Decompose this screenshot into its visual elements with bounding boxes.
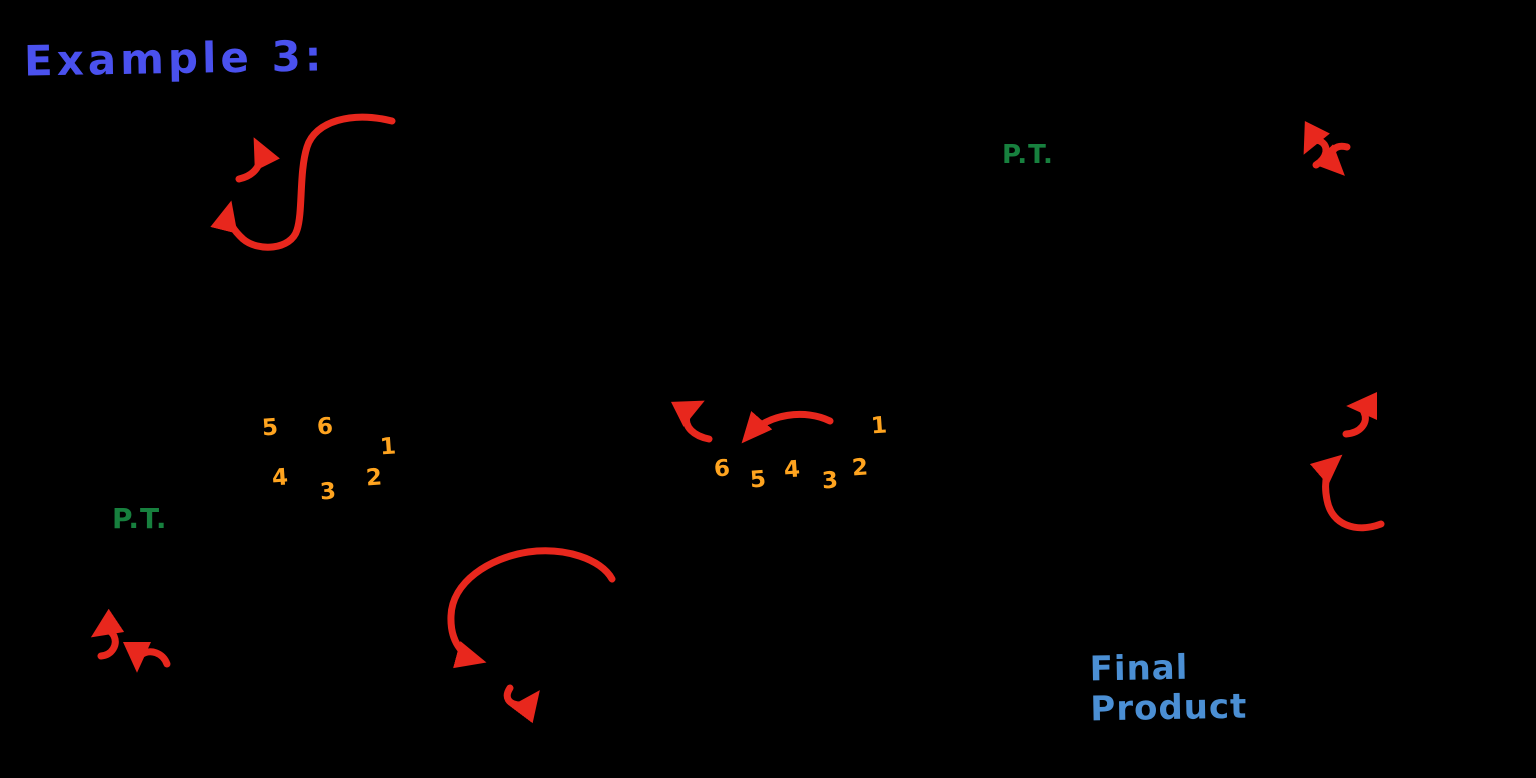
ring-atom-number: 2 xyxy=(365,464,383,492)
curl-arrow-below-arc-icon xyxy=(503,684,540,724)
chain-atom-number: 2 xyxy=(851,454,869,482)
curl-arrow-pt-left-upper-icon xyxy=(90,608,125,660)
chain-atom-number: 4 xyxy=(783,456,801,484)
ring-atom-number: 1 xyxy=(379,433,397,461)
curl-arrow-pt-top-left-icon xyxy=(1303,120,1330,169)
curl-arrow-chain-left-icon xyxy=(670,400,713,443)
chain-atom-number: 3 xyxy=(821,467,839,495)
ring-atom-number: 4 xyxy=(271,464,289,492)
final-product-line1: Final xyxy=(1089,647,1189,690)
final-product-line2: Product xyxy=(1090,686,1248,730)
curl-arrow-pt-top-right-icon xyxy=(1313,142,1351,176)
curl-arrow-top-left-icon xyxy=(235,137,280,183)
ring-atom-number: 5 xyxy=(261,414,279,442)
s-curve-arrow-icon xyxy=(210,113,396,251)
curl-arrow-right-small-icon xyxy=(1342,392,1378,438)
chain-atom-number: 6 xyxy=(713,455,731,483)
ring-atom-number: 3 xyxy=(319,478,337,506)
proton-transfer-label-left: P.T. xyxy=(112,502,168,535)
ring-atom-number: 6 xyxy=(316,413,334,441)
chain-atom-number: 5 xyxy=(749,466,767,494)
large-arc-arrow-icon xyxy=(447,547,616,669)
curl-arrow-pt-left-lower-icon xyxy=(123,641,171,673)
proton-transfer-label-top: P.T. xyxy=(1002,140,1054,170)
chain-sweep-arrow-icon xyxy=(741,410,834,444)
final-product-label: Final Product xyxy=(1089,647,1247,730)
chain-atom-number: 1 xyxy=(870,412,888,440)
c-shape-arrow-right-icon xyxy=(1309,454,1385,532)
